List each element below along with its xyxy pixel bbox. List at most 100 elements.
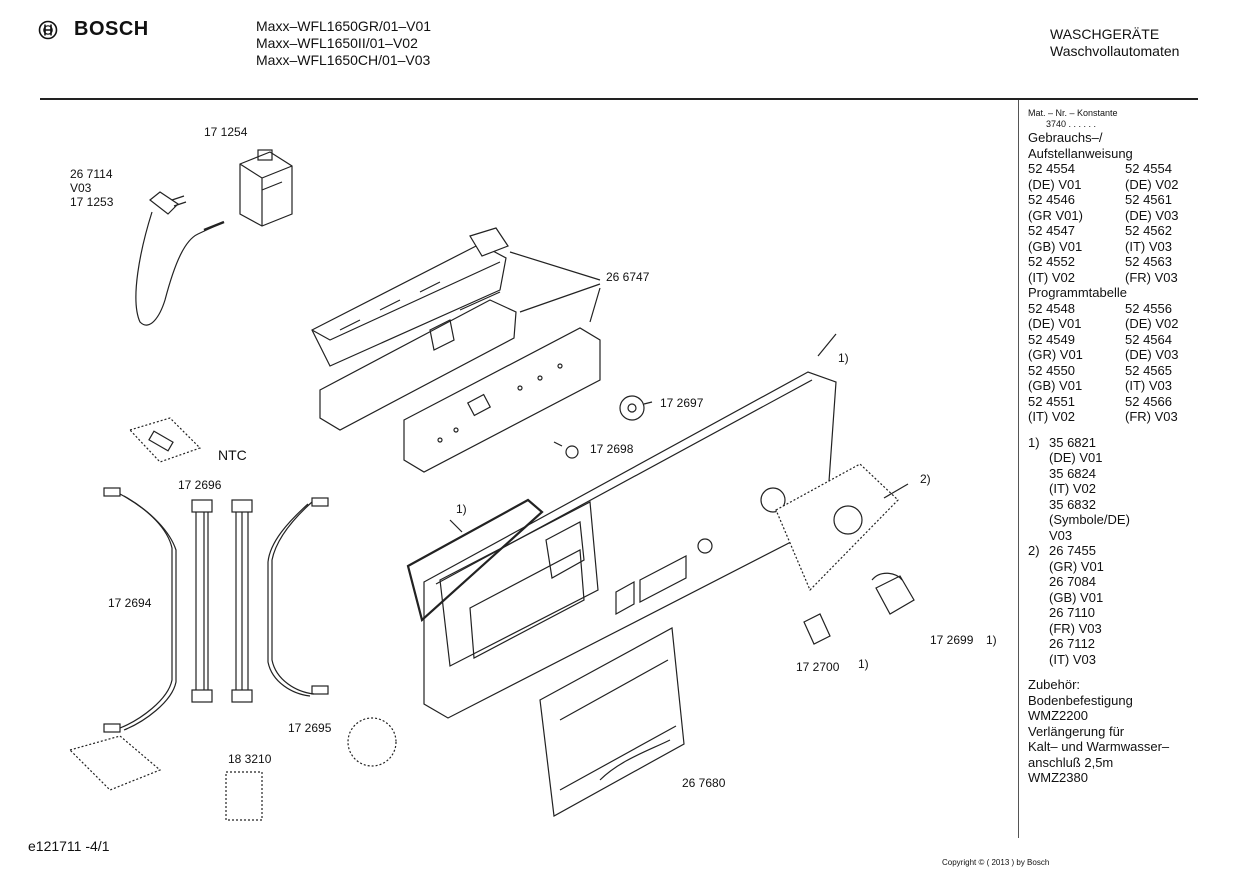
list-item: 26 7112 <box>1049 636 1096 651</box>
wiring-harness-left-part[interactable] <box>103 487 177 733</box>
list-item: (IT) V02 <box>1049 481 1096 496</box>
list-item: 26 7110 <box>1049 605 1096 620</box>
callout-label: 1) <box>838 351 849 365</box>
sidebar-divider <box>1018 100 1019 838</box>
wiring-harness-center-part[interactable] <box>191 499 253 703</box>
callout-label: 1) <box>456 502 467 516</box>
wiring-harness-right-part[interactable] <box>267 497 329 697</box>
list-item: (DE) V01 <box>1049 450 1103 465</box>
list-item: (Symbole/DE) <box>1049 512 1130 527</box>
drawer-opening-part[interactable] <box>439 501 599 667</box>
model-list: Maxx–WFL1650GR/01–V01 Maxx–WFL1650II/01–… <box>256 18 431 69</box>
callout-label: 17 2696 <box>178 478 222 492</box>
list-item: 26 7084 <box>1049 574 1096 589</box>
small-knob-part[interactable] <box>803 613 831 645</box>
model-line: Maxx–WFL1650GR/01–V01 <box>256 18 432 34</box>
callout-label: NTC <box>218 447 247 463</box>
list-item: V03 <box>1049 527 1073 543</box>
list-item: (IT) V03 <box>1049 651 1096 667</box>
list-item: (GR) V01 <box>1049 558 1104 574</box>
brand-name: BOSCH <box>74 18 149 40</box>
callout-label: 18 3210 <box>228 752 272 766</box>
list-item: (DE) V01(DE) V02 <box>1028 316 1179 331</box>
list-item: Bodenbefestigung <box>1028 692 1133 708</box>
category-block: WASCHGERÄTE Waschvollautomaten <box>1050 26 1179 60</box>
callout-label: 1) <box>986 633 997 647</box>
connector-part[interactable] <box>225 771 263 821</box>
mat-value: 3740 . . . . . . <box>1046 119 1097 129</box>
callout-label: 26 7114 <box>70 167 113 181</box>
list-item: (GB) V01 <box>1049 589 1104 605</box>
accessories-title: Zubehör: <box>1028 677 1081 692</box>
list-item: (GR V01)(DE) V03 <box>1028 207 1179 223</box>
drawer-front-part[interactable] <box>539 627 685 817</box>
leader-line <box>509 251 601 323</box>
model-line: Maxx–WFL1650II/01–V02 <box>256 35 418 51</box>
list-item: 35 6824 <box>1049 465 1096 481</box>
list-item: WMZ2200 <box>1028 708 1088 723</box>
callout-label: 17 2695 <box>288 721 332 735</box>
leader-line <box>449 519 463 533</box>
power-cord-part[interactable] <box>135 191 225 326</box>
callout-label: 17 1253 <box>70 195 114 209</box>
callout-label: 17 2698 <box>590 442 634 456</box>
callout-label: 17 2697 <box>660 396 704 410</box>
callout-label: V03 <box>70 181 92 195</box>
list-item: Kalt– und Warmwasser– <box>1028 739 1170 754</box>
manual-title: Aufstellanweisung <box>1028 145 1133 161</box>
category: WASCHGERÄTE <box>1050 26 1160 42</box>
leader-line <box>883 483 909 499</box>
program-knob-part[interactable] <box>871 572 915 615</box>
callout-label: 17 2700 <box>796 660 840 674</box>
control-module-upper-part[interactable] <box>311 227 509 367</box>
leader-line <box>817 333 837 357</box>
list-item: WMZ2380 <box>1028 770 1088 785</box>
copyright: Copyright © ( 2013 ) by Bosch <box>942 858 1050 867</box>
list-item: (GB) V01(IT) V03 <box>1028 378 1172 393</box>
list-item: anschluß 2,5m <box>1028 754 1114 770</box>
callout-label: 26 6747 <box>606 270 650 284</box>
list-item: (IT) V02(FR) V03 <box>1028 409 1178 424</box>
list-item: Verlängerung für <box>1028 723 1125 739</box>
pressure-switch-part[interactable] <box>347 717 397 767</box>
mat-label: Mat. – Nr. – Konstante <box>1028 108 1118 118</box>
ntc-sensor-part[interactable] <box>128 417 202 463</box>
interference-filter-part[interactable] <box>239 149 293 227</box>
manual-title: Gebrauchs–/ <box>1028 130 1103 145</box>
callout-label: 17 2694 <box>108 596 152 610</box>
footnote-2: 2)26 7455 <box>1028 543 1096 558</box>
footnote-1: 1)35 6821 <box>1028 434 1096 450</box>
panel-overlay-part[interactable] <box>775 463 909 592</box>
callout-label: 26 7680 <box>682 776 726 790</box>
callout-label: 17 1254 <box>204 125 248 139</box>
model-line: Maxx–WFL1650CH/01–V03 <box>256 52 431 68</box>
callout-label: 2) <box>920 472 931 486</box>
list-item: (GB) V01(IT) V03 <box>1028 238 1172 254</box>
exploded-parts-diagram <box>68 149 915 821</box>
screw-part[interactable] <box>553 441 579 459</box>
control-module-middle-part[interactable] <box>319 291 517 431</box>
parts-sidebar: Mat. – Nr. – Konstante 3740 . . . . . . … <box>1028 108 1208 786</box>
callout-label: 17 2699 <box>930 633 974 647</box>
control-board-part[interactable] <box>403 327 601 473</box>
callout-label: 1) <box>858 657 869 671</box>
sensor-part[interactable] <box>68 735 162 791</box>
bosch-logo-icon <box>38 20 58 39</box>
seal-gasket-part[interactable] <box>406 498 544 623</box>
brand-block: BOSCH <box>38 18 149 41</box>
list-item: (IT) V02(FR) V03 <box>1028 269 1178 285</box>
header-divider <box>40 98 1198 100</box>
program-title: Programmtabelle <box>1028 285 1127 300</box>
list-item: (DE) V01(DE) V02 <box>1028 176 1179 192</box>
knob-spindle-part[interactable] <box>619 395 653 421</box>
list-item: (GR) V01(DE) V03 <box>1028 347 1179 362</box>
diagram-code: e121711 -4/1 <box>28 838 110 854</box>
